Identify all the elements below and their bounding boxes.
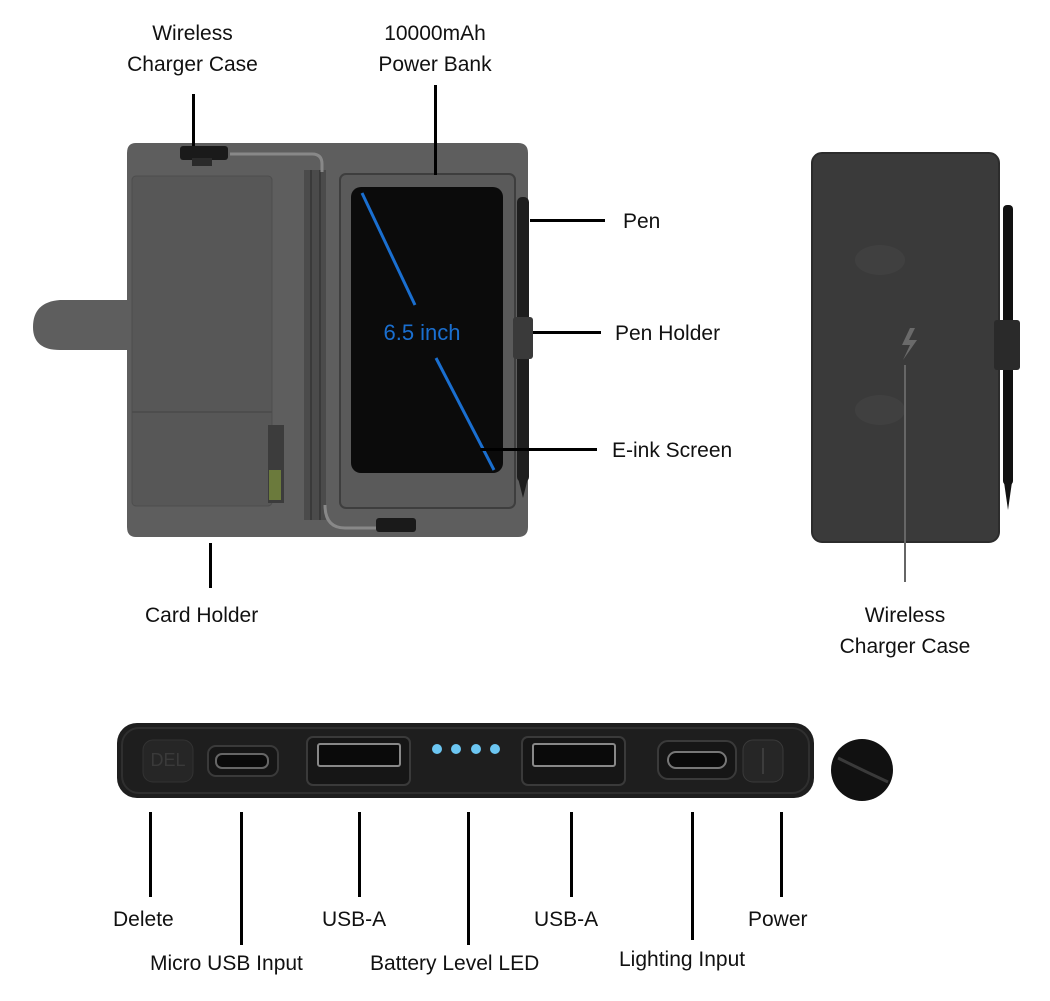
pen-holder-label: Pen Holder bbox=[615, 322, 721, 345]
delete-button bbox=[142, 739, 194, 783]
battery-led-2 bbox=[451, 744, 461, 754]
charging-bolt-icon bbox=[902, 328, 917, 360]
wireless-charger-case-label-right-line2: Charger Case bbox=[839, 635, 971, 658]
leader-wireless-case-top bbox=[192, 94, 195, 146]
top-connector bbox=[180, 146, 228, 160]
screen-size-label: 6.5 inch bbox=[383, 320, 461, 345]
wireless-charger-case-label-top: Wireless Charger Case bbox=[100, 18, 285, 80]
leader-battery-led bbox=[467, 812, 470, 945]
usb-a-1-label: USB-A bbox=[322, 908, 387, 931]
leader-delete bbox=[149, 812, 152, 897]
leader-usb-a-1 bbox=[358, 812, 361, 897]
wireless-charger-case-label-top-line2: Charger Case bbox=[127, 53, 258, 76]
leader-usb-a-2 bbox=[570, 812, 573, 897]
card-holder-label: Card Holder bbox=[145, 604, 259, 627]
power-bank-label-line1: 10000mAh bbox=[384, 22, 486, 45]
pen-holder bbox=[513, 317, 533, 359]
delete-button-text: DEL bbox=[150, 750, 186, 770]
battery-led-label: Battery Level LED bbox=[370, 952, 540, 975]
closed-case bbox=[812, 153, 999, 542]
wireless-charger-case-label-right: Wireless Charger Case bbox=[810, 600, 1000, 662]
card-holder-pocket bbox=[131, 175, 273, 507]
battery-led-4 bbox=[490, 744, 500, 754]
leader-wireless-case-right bbox=[904, 365, 906, 582]
closed-case-pen-holder bbox=[994, 320, 1020, 370]
wireless-charger-case-label-right-line1: Wireless bbox=[864, 604, 946, 627]
leader-micro-usb bbox=[240, 812, 243, 945]
leader-pen bbox=[530, 219, 605, 222]
micro-usb-label: Micro USB Input bbox=[150, 952, 303, 975]
eink-screen-label: E-ink Screen bbox=[612, 439, 733, 462]
delete-label: Delete bbox=[113, 908, 174, 931]
usb-a-2-label: USB-A bbox=[534, 908, 599, 931]
bottom-connector bbox=[376, 518, 416, 532]
eink-screen bbox=[351, 187, 503, 473]
power-bank-label-line2: Power Bank bbox=[378, 53, 492, 76]
wireless-charger-case-label-top-line1: Wireless bbox=[152, 22, 233, 45]
leader-pen-holder bbox=[533, 331, 601, 334]
battery-led-3 bbox=[471, 744, 481, 754]
power-bank-label: 10000mAh Power Bank bbox=[340, 18, 530, 80]
battery-led-1 bbox=[432, 744, 442, 754]
leader-card-holder bbox=[209, 543, 212, 588]
leader-power-bank bbox=[434, 85, 437, 175]
leader-power bbox=[780, 812, 783, 897]
leader-lighting bbox=[691, 812, 694, 940]
power-label: Power bbox=[748, 908, 808, 931]
lighting-label: Lighting Input bbox=[619, 948, 746, 971]
pen-label: Pen bbox=[623, 210, 661, 233]
leader-eink bbox=[480, 448, 597, 451]
power-bank-edge bbox=[117, 723, 814, 798]
